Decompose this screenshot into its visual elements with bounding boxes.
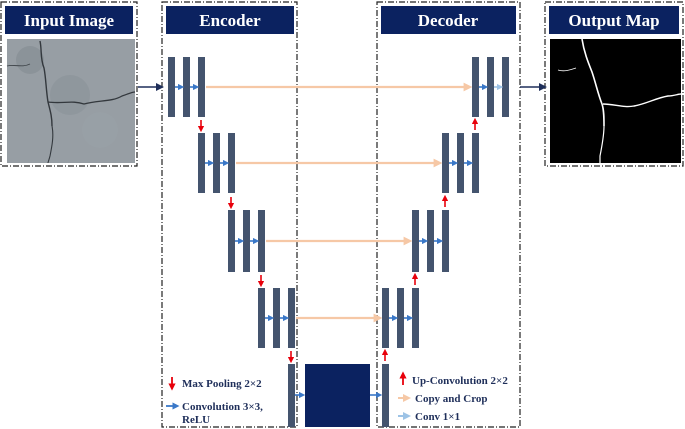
feature-map-block <box>288 288 295 348</box>
encoder-level-4 <box>258 288 295 364</box>
bottleneck <box>288 364 389 427</box>
feature-map-block <box>198 133 205 193</box>
input-title-bar <box>5 6 133 34</box>
feature-map-block <box>258 210 265 272</box>
input-panel-frame <box>0 1 138 167</box>
legend-copy-and-crop-label: Copy and Crop <box>415 393 488 405</box>
feature-map-block <box>382 288 389 348</box>
input-title: Input Image <box>24 11 115 30</box>
feature-map-block <box>487 57 494 117</box>
feature-map-block <box>442 210 449 272</box>
feature-map-block <box>198 57 205 117</box>
encoder-title: Encoder <box>199 11 261 30</box>
feature-map-block <box>168 57 175 117</box>
legend-left: Max Pooling 2×2 Convolution 3×3, ReLU <box>166 377 263 426</box>
decoder-level-1 <box>472 57 509 117</box>
input-image <box>6 39 136 164</box>
feature-map-block <box>228 133 235 193</box>
feature-map-block <box>502 57 509 117</box>
feature-map-block <box>472 57 479 117</box>
feature-map-block <box>288 364 295 427</box>
feature-map-block <box>183 57 190 117</box>
encoder-panel-frame <box>161 1 298 428</box>
output-title-bar <box>549 6 679 34</box>
encoder-level-3 <box>228 210 265 288</box>
feature-map-block <box>273 288 280 348</box>
output-map-image <box>550 38 682 163</box>
feature-map-block <box>397 288 404 348</box>
feature-map-block <box>427 210 434 272</box>
encoder-title-bar <box>166 6 294 34</box>
encoder-level-1 <box>168 57 205 133</box>
bottleneck-block <box>305 364 370 427</box>
feature-map-block <box>382 364 389 427</box>
decoder-level-4 <box>381 272 419 361</box>
legend-conv1x1-label: Conv 1×1 <box>415 411 460 423</box>
legend-convolution-label-2: ReLU <box>182 414 210 426</box>
decoder-panel-frame <box>376 1 521 428</box>
decoder-title: Decoder <box>418 11 479 30</box>
legend-up-convolution-label: Up-Convolution 2×2 <box>412 375 508 387</box>
feature-map-block <box>472 133 479 193</box>
feature-map-block <box>457 133 464 193</box>
legend-convolution-label-1: Convolution 3×3, <box>182 401 263 413</box>
feature-map-block <box>442 133 449 193</box>
decoder-level-3 <box>412 194 449 272</box>
encoder-level-2 <box>198 133 235 210</box>
decoder-level-2 <box>442 117 479 193</box>
feature-map-block <box>228 210 235 272</box>
feature-map-block <box>412 288 419 348</box>
legend-max-pooling-label: Max Pooling 2×2 <box>182 378 262 390</box>
output-title: Output Map <box>568 11 659 30</box>
decoder-title-bar <box>381 6 516 34</box>
legend-right: Up-Convolution 2×2 Copy and Crop Conv 1×… <box>398 371 508 423</box>
feature-map-block <box>213 133 220 193</box>
feature-map-block <box>258 288 265 348</box>
feature-map-block <box>412 210 419 272</box>
feature-map-block <box>243 210 250 272</box>
